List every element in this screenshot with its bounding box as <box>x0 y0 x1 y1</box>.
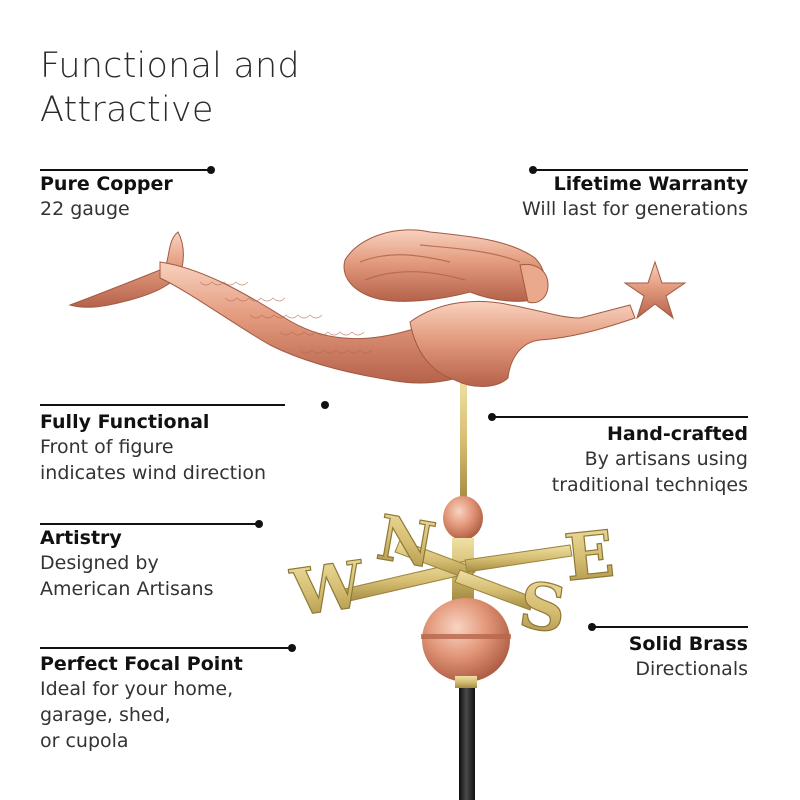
feature-heading: Perfect Focal Point <box>40 653 243 675</box>
west-letter: W <box>286 547 370 632</box>
north-letter: N <box>372 501 440 583</box>
feature-detail: garage, shed, <box>40 704 171 726</box>
feature-fully-functional: Fully Functional Front of figure indicat… <box>40 401 329 486</box>
brass-directionals <box>339 539 573 611</box>
callout-dot <box>321 401 329 409</box>
feature-detail: Designed by <box>40 552 159 574</box>
feature-hand-crafted: Hand-crafted By artisans using tradition… <box>488 413 748 498</box>
callout-dot <box>288 644 296 652</box>
feature-heading: Hand-crafted <box>606 423 748 445</box>
callout-dot <box>255 520 263 528</box>
callout-line <box>40 647 290 649</box>
feature-detail: Will last for generations <box>522 198 748 220</box>
callout-line <box>593 626 748 628</box>
callout-line <box>40 404 285 406</box>
feature-detail: Front of figure <box>40 436 174 458</box>
mounting-rod <box>459 680 475 800</box>
callout-line <box>493 416 748 418</box>
callout-dot <box>207 166 215 174</box>
feature-detail: indicates wind direction <box>40 462 267 484</box>
feature-heading: Artistry <box>40 527 122 549</box>
callout-dot <box>529 166 537 174</box>
feature-heading: Solid Brass <box>628 633 748 655</box>
lower-copper-ball <box>422 598 510 682</box>
feature-detail: American Artisans <box>40 578 214 600</box>
feature-heading: Fully Functional <box>40 411 210 433</box>
callout-dot <box>488 413 496 421</box>
feature-detail: 22 gauge <box>40 198 130 220</box>
feature-heading: Lifetime Warranty <box>553 173 748 195</box>
callout-line <box>533 169 748 171</box>
feature-detail: By artisans using <box>584 448 748 470</box>
feature-artistry: Artistry Designed by American Artisans <box>40 520 263 602</box>
feature-detail: Ideal for your home, <box>40 678 234 700</box>
title-line-1: Functional and <box>40 46 300 86</box>
feature-heading: Pure Copper <box>40 173 173 195</box>
feature-perfect-focal-point: Perfect Focal Point Ideal for your home,… <box>40 644 296 754</box>
south-letter: S <box>515 568 571 649</box>
callout-dot <box>588 623 596 631</box>
title-line-2: Attractive <box>40 90 214 130</box>
feature-lifetime-warranty: Lifetime Warranty Will last for generati… <box>522 166 748 222</box>
lower-collar <box>455 676 477 688</box>
page-title: Functional and Attractive <box>40 44 300 132</box>
feature-detail: or cupola <box>40 730 129 752</box>
brass-spindle <box>460 380 467 500</box>
east-letter: E <box>561 517 617 597</box>
feature-detail: traditional techniqes <box>551 474 748 496</box>
upper-copper-ball <box>443 496 483 540</box>
mermaid-figure <box>68 229 687 387</box>
callout-line <box>40 169 210 171</box>
feature-pure-copper: Pure Copper 22 gauge <box>40 166 215 222</box>
feature-detail: Directionals <box>635 658 748 680</box>
callout-line <box>40 523 260 525</box>
feature-solid-brass: Solid Brass Directionals <box>588 623 748 682</box>
